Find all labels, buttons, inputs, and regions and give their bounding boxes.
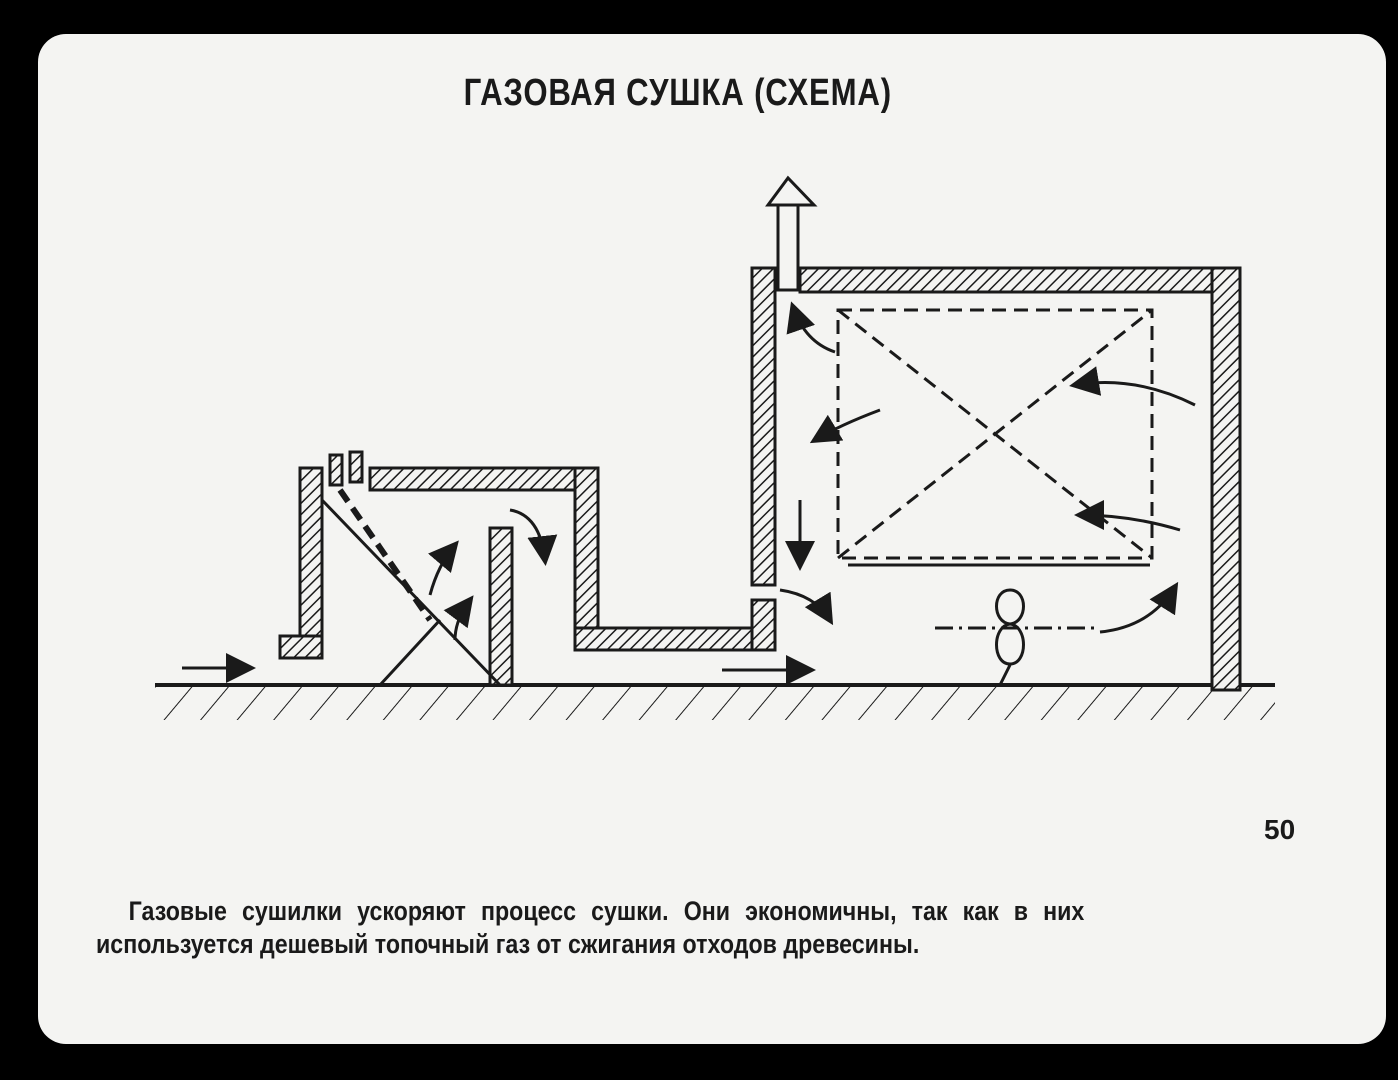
- ground: [155, 685, 1275, 720]
- caption-line-2: используется дешевый топочный газ от сжи…: [96, 929, 920, 959]
- caption: Газовые сушилки ускоряют процесс сушки. …: [96, 895, 1128, 961]
- furnace: [278, 450, 777, 687]
- page-number: 50: [1264, 814, 1296, 845]
- slide-title: ГАЗОВАЯ СУШКА (СХЕМА): [463, 72, 892, 114]
- flow-arrows: [182, 301, 1196, 685]
- chimney-cap: [765, 175, 818, 207]
- drying-chamber: [750, 175, 1242, 692]
- fan: [995, 588, 1025, 666]
- caption-line-1: Газовые сушилки ускоряют процесс сушки. …: [128, 896, 1085, 926]
- slide-card: [38, 34, 1386, 1044]
- chimney: [776, 203, 800, 292]
